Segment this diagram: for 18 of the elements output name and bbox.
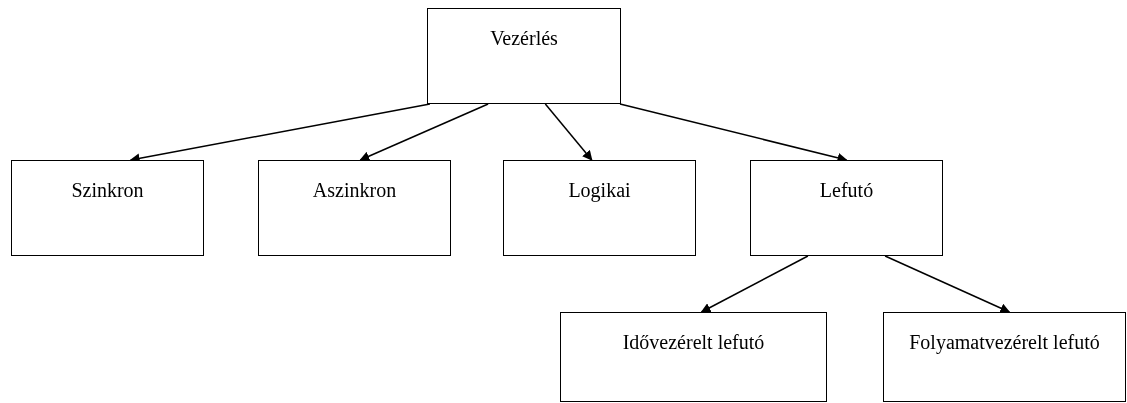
arrow bbox=[884, 255, 1011, 313]
box-label: Idővezérelt lefutó bbox=[622, 330, 765, 355]
box-label: Szinkron bbox=[71, 178, 144, 203]
process-box bbox=[560, 312, 827, 402]
box-label: Vezérlés bbox=[490, 26, 558, 51]
box-label: Lefutó bbox=[819, 178, 874, 203]
process-box bbox=[258, 160, 451, 256]
process-box bbox=[883, 312, 1126, 402]
process-box bbox=[503, 160, 696, 256]
arrow bbox=[359, 103, 489, 161]
arrow bbox=[700, 255, 809, 313]
box-label: Logikai bbox=[568, 178, 631, 203]
box-label: Folyamatvezérelt lefutó bbox=[909, 330, 1100, 355]
process-box bbox=[11, 160, 204, 256]
process-box bbox=[427, 8, 621, 104]
arrow bbox=[544, 103, 593, 161]
process-box bbox=[750, 160, 943, 256]
box-label: Aszinkron bbox=[312, 178, 397, 203]
